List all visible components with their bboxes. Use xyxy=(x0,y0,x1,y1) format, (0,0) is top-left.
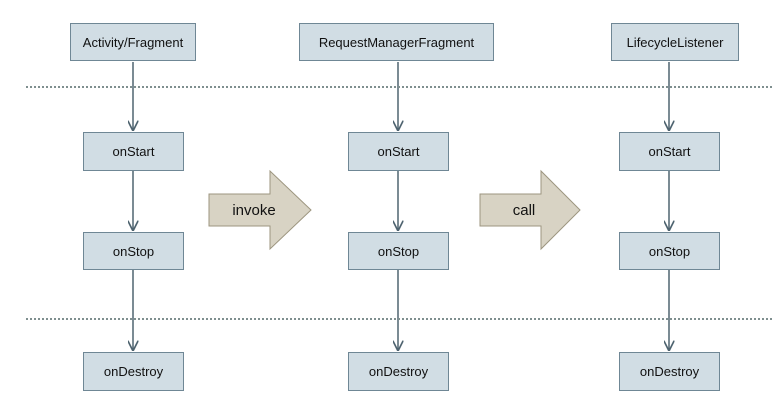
call-arrow-shape xyxy=(479,169,581,251)
col3-onstop-box: onStop xyxy=(619,232,720,270)
request-manager-fragment-box: RequestManagerFragment xyxy=(299,23,494,61)
col3-onstart-label: onStart xyxy=(648,144,691,159)
col1-onstop-label: onStop xyxy=(112,243,155,259)
col2-ondestroy-label: onDestroy xyxy=(368,364,429,379)
col2-ondestroy-box: onDestroy xyxy=(348,352,449,391)
request-manager-fragment-label: RequestManagerFragment xyxy=(318,34,475,50)
col3-ondestroy-label: onDestroy xyxy=(639,364,700,379)
col1-onstart-label: onStart xyxy=(112,144,155,159)
col3-onstop-label: onStop xyxy=(648,243,691,259)
upper-divider-line xyxy=(26,86,772,88)
col1-ondestroy-label: onDestroy xyxy=(103,364,164,379)
lifecycle-listener-box: LifecycleListener xyxy=(611,23,739,61)
call-arrow-label: call xyxy=(512,201,536,219)
col3-onstart-box: onStart xyxy=(619,132,720,171)
col1-onstart-box: onStart xyxy=(83,132,184,171)
invoke-arrow-shape xyxy=(208,169,312,251)
activity-fragment-box: Activity/Fragment xyxy=(70,23,196,61)
lifecycle-listener-label: LifecycleListener xyxy=(626,34,724,50)
col1-ondestroy-box: onDestroy xyxy=(83,352,184,391)
col2-onstart-box: onStart xyxy=(348,132,449,171)
col2-onstop-box: onStop xyxy=(348,232,449,270)
col2-onstart-label: onStart xyxy=(377,144,420,159)
lower-divider-line xyxy=(26,318,772,320)
col1-onstop-box: onStop xyxy=(83,232,184,270)
invoke-arrow-label: invoke xyxy=(232,201,276,219)
activity-fragment-label: Activity/Fragment xyxy=(82,34,184,50)
col3-ondestroy-box: onDestroy xyxy=(619,352,720,391)
col2-onstop-label: onStop xyxy=(377,243,420,259)
